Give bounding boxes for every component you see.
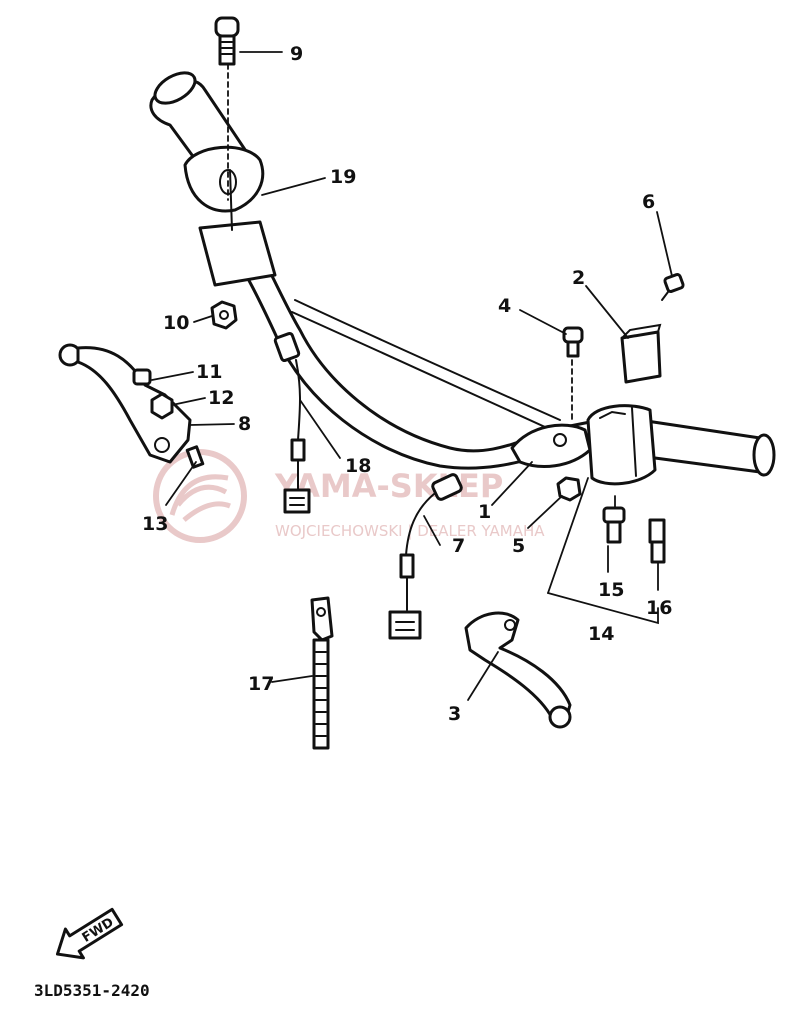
- leader-lines: [151, 51, 673, 701]
- nut-part-10: [210, 300, 238, 330]
- callout-6: 6: [642, 191, 655, 213]
- right-switch-housing: [586, 404, 657, 486]
- callout-1: 1: [478, 501, 491, 523]
- callout-14: 14: [588, 623, 614, 645]
- bolt-part-4: [562, 326, 584, 421]
- callout-18: 18: [345, 455, 371, 477]
- callout-16: 16: [646, 597, 672, 619]
- nut-part-5: [556, 476, 582, 502]
- screw-part-6: [661, 273, 685, 301]
- watermark-logo-mark: [169, 474, 231, 522]
- callout-11: 11: [196, 361, 222, 383]
- throttle-housing: [183, 145, 277, 287]
- cable-tie-part-17: [310, 596, 334, 750]
- screws-15-16: [602, 506, 666, 564]
- callout-9: 9: [290, 43, 303, 65]
- right-grip: [638, 418, 762, 474]
- callout-7: 7: [452, 535, 465, 557]
- clamp-part-2: [620, 323, 662, 384]
- callout-15: 15: [598, 579, 624, 601]
- watermark-brand: YAMA-SKLEP: [274, 467, 503, 505]
- callout-12: 12: [208, 387, 234, 409]
- lever-bolt-nut: [132, 368, 174, 420]
- clutch-lever-assembly: [58, 343, 192, 464]
- callout-3: 3: [448, 703, 461, 725]
- callout-2: 2: [572, 267, 585, 289]
- lever-holder-part-1: [510, 423, 592, 468]
- diagram-code: 3LD5351-2420: [34, 981, 150, 1000]
- callout-10: 10: [163, 312, 189, 334]
- callout-5: 5: [512, 535, 525, 557]
- callout-19: 19: [330, 166, 356, 188]
- callout-4: 4: [498, 295, 511, 317]
- watermark: YAMA-SKLEP WOJCIECHOWSKI | DEALER YAMAHA: [153, 449, 545, 543]
- brake-lever-part-3: [464, 611, 572, 729]
- callout-13: 13: [142, 513, 168, 535]
- callout-17: 17: [248, 673, 274, 695]
- screw-part-13: [185, 445, 205, 469]
- callouts: 9 19 10 11 12 8 13 18 4 2 6 1 5 7 15 16 …: [142, 43, 672, 725]
- fwd-arrow-icon: [55, 907, 124, 960]
- bolt-part-9: [214, 16, 240, 201]
- callout-8: 8: [238, 413, 251, 435]
- switch-part-7: [388, 473, 463, 640]
- switch-part-18: [273, 331, 311, 514]
- fwd-arrow-badge: FWD: [55, 907, 124, 960]
